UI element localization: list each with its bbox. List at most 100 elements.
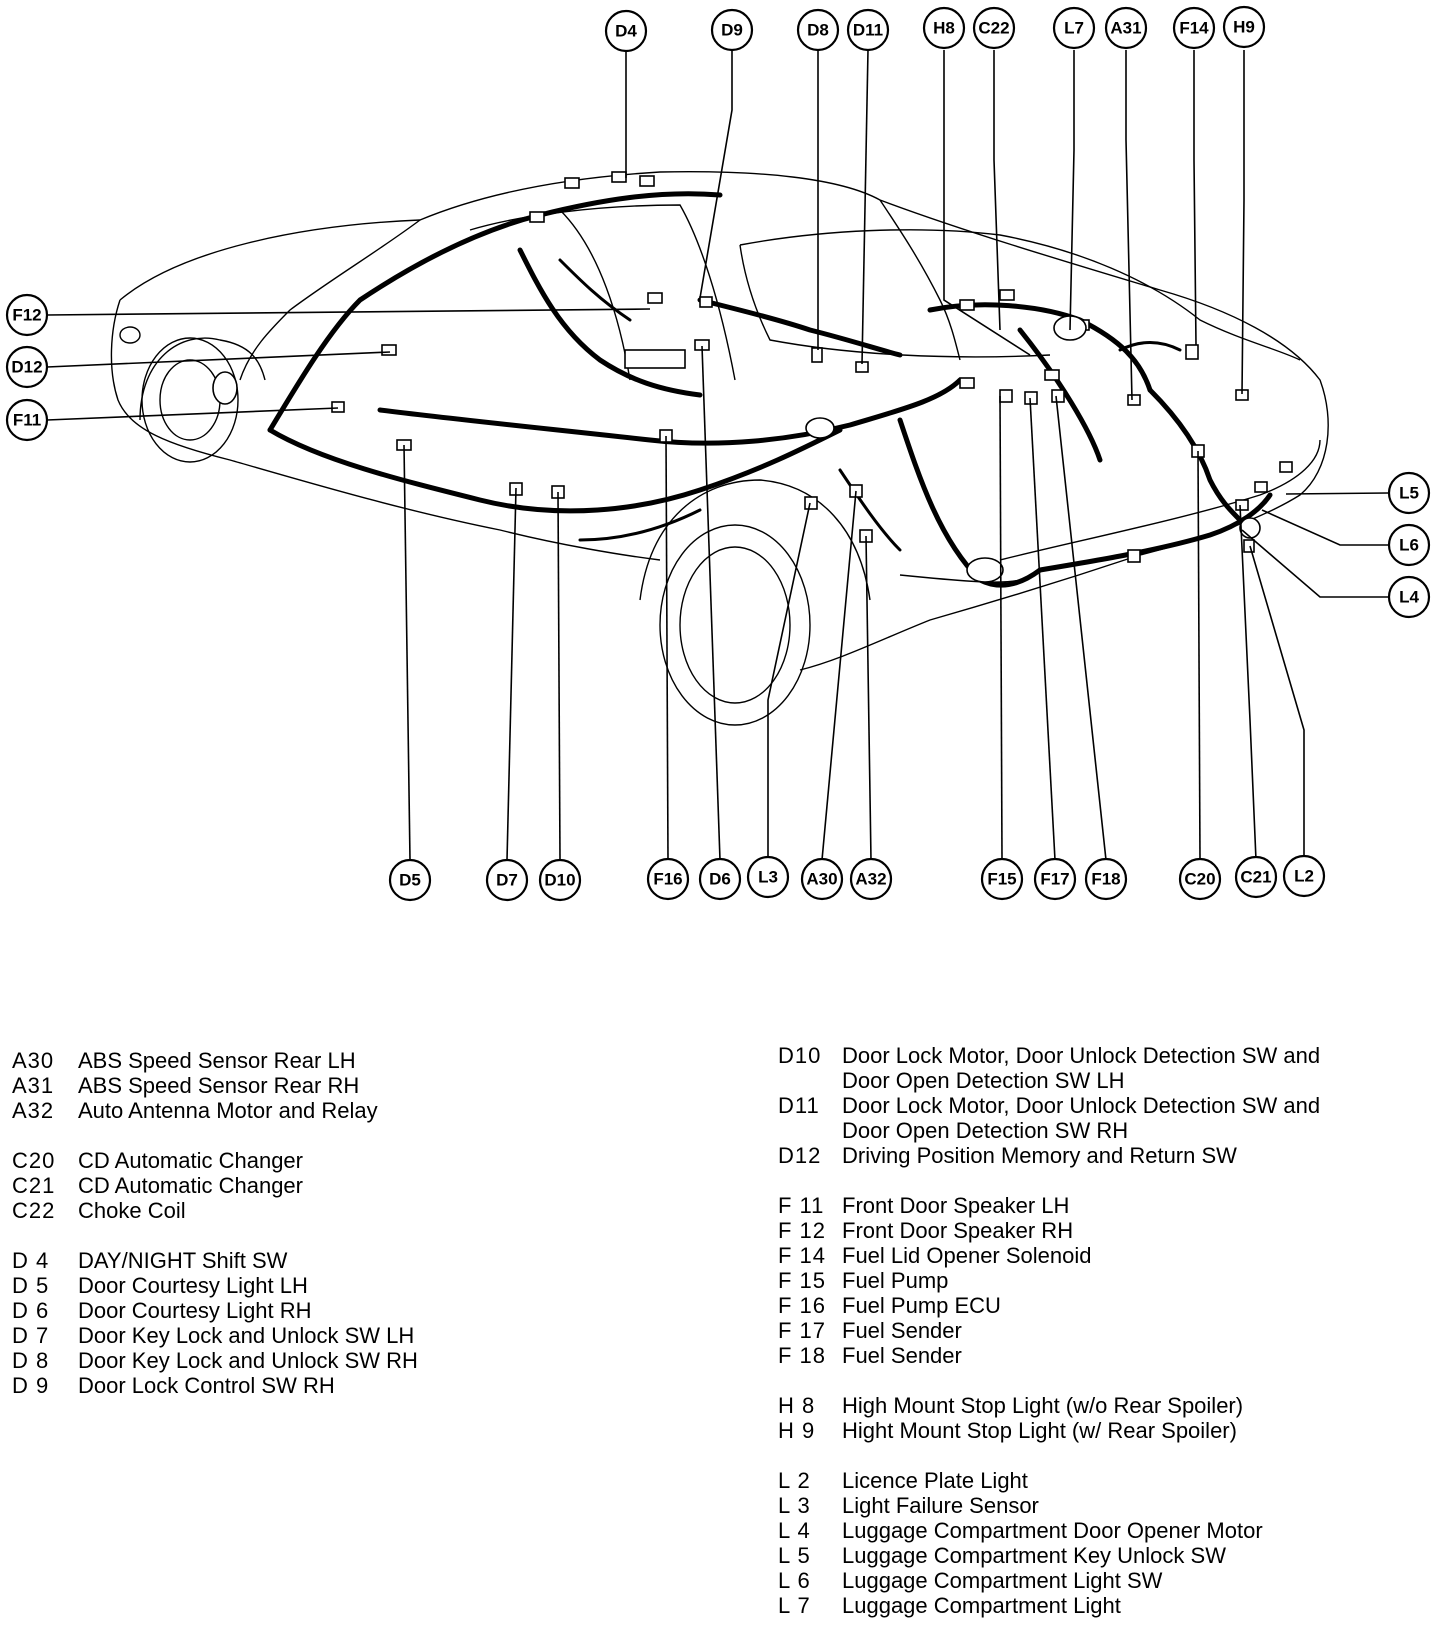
callout-D10-label: D10: [544, 871, 575, 890]
callout-L5-label: L5: [1399, 484, 1419, 503]
legend-desc-line: Door Open Detection SW RH: [842, 1118, 1129, 1143]
callout-C21-label: C21: [1240, 868, 1271, 887]
wiring-diagram: D4 D9 D8 D11 H8 C22 L7 A31 F14 H9 F12 D1…: [5, 5, 1431, 902]
legend-code: C21: [12, 1173, 56, 1198]
legend-code: L 2: [778, 1468, 811, 1493]
legend-desc: Auto Antenna Motor and Relay: [78, 1098, 378, 1123]
callout-D6: D6: [698, 857, 742, 901]
callout-D5: D5: [388, 858, 432, 902]
callout-A32: A32: [849, 857, 893, 901]
legend-code: F 16: [778, 1293, 827, 1318]
legend-group-d2: D10 Door Lock Motor, Door Unlock Detectio…: [778, 1043, 1448, 1168]
legend-desc: High Mount Stop Light (w/o Rear Spoiler): [842, 1393, 1244, 1418]
legend-right: D10 Door Lock Motor, Door Unlock Detectio…: [778, 1043, 1448, 1643]
callout-F17: F17: [1033, 857, 1077, 901]
connectors: [212, 171, 1293, 583]
legend-desc: Fuel Sender: [842, 1343, 962, 1368]
legend-entry: C21 CD Automatic Changer: [12, 1173, 712, 1198]
callout-L2: L2: [1282, 854, 1326, 898]
legend-code: L 7: [778, 1593, 811, 1618]
callout-L4-label: L4: [1399, 588, 1419, 607]
legend-entry: C20 CD Automatic Changer: [12, 1148, 712, 1173]
callout-C22-label: C22: [978, 19, 1009, 38]
callout-D5-label: D5: [399, 871, 421, 890]
callout-D12: D12: [5, 345, 49, 389]
legend-desc-line: Door Open Detection SW LH: [842, 1068, 1125, 1093]
legend-code: D 5: [12, 1273, 50, 1298]
legend-desc: CD Automatic Changer: [78, 1173, 303, 1198]
car-body-outline: [110, 171, 1329, 726]
legend-desc: Luggage Compartment Light SW: [842, 1568, 1163, 1593]
callout-F14-label: F14: [1179, 19, 1209, 38]
legend-entry: L 3 Light Failure Sensor: [778, 1493, 1448, 1518]
legend-desc-line: Door Lock Motor, Door Unlock Detection S…: [842, 1043, 1321, 1068]
callout-L2-label: L2: [1294, 867, 1314, 886]
leader-lines: [46, 49, 1389, 861]
legend-desc: Door Lock Control SW RH: [78, 1373, 335, 1398]
legend-code: A30: [12, 1048, 55, 1073]
legend-desc: Front Door Speaker LH: [842, 1193, 1070, 1218]
legend-code: C20: [12, 1148, 56, 1173]
legend-code: L 3: [778, 1493, 811, 1518]
callout-D7: D7: [485, 858, 529, 902]
legend-code: F 14: [778, 1243, 827, 1268]
legend-code: L 5: [778, 1543, 811, 1568]
legend-desc: Luggage Compartment Door Opener Motor: [842, 1518, 1263, 1543]
wire-harness: [267, 191, 1273, 588]
callout-D8: D8: [796, 8, 840, 52]
legend-code: F 17: [778, 1318, 827, 1343]
callout-H9-label: H9: [1233, 18, 1255, 37]
legend-desc: Driving Position Memory and Return SW: [842, 1143, 1237, 1168]
legend-desc: Luggage Compartment Light: [842, 1593, 1121, 1618]
legend-desc: Fuel Lid Opener Solenoid: [842, 1243, 1092, 1268]
callout-L7: L7: [1052, 6, 1096, 50]
callout-D9: D9: [710, 8, 754, 52]
legend-desc: Door Courtesy Light RH: [78, 1298, 312, 1323]
callout-F17-label: F17: [1040, 870, 1069, 889]
legend-desc: Luggage Compartment Key Unlock SW: [842, 1543, 1226, 1568]
callout-F16: F16: [646, 857, 690, 901]
callout-D12-label: D12: [11, 358, 42, 377]
legend-code: C22: [12, 1198, 56, 1223]
callout-F12: F12: [5, 293, 49, 337]
legend-code: D 8: [12, 1348, 50, 1373]
legend-desc: Door Key Lock and Unlock SW RH: [78, 1348, 418, 1373]
legend-code: D10: [778, 1043, 822, 1068]
legend-desc: Fuel Pump ECU: [842, 1293, 1001, 1318]
callout-A30-label: A30: [806, 870, 837, 889]
callout-A31-label: A31: [1110, 19, 1141, 38]
legend-code: D 6: [12, 1298, 50, 1323]
callout-D8-label: D8: [807, 21, 829, 40]
callout-F15-label: F15: [987, 870, 1016, 889]
legend-desc: Light Failure Sensor: [842, 1493, 1039, 1518]
legend-desc: CD Automatic Changer: [78, 1148, 303, 1173]
legend-code: D 7: [12, 1323, 50, 1348]
callout-F16-label: F16: [653, 870, 682, 889]
callout-F18-label: F18: [1091, 870, 1120, 889]
callout-A32-label: A32: [855, 870, 886, 889]
callout-C20-label: C20: [1184, 870, 1215, 889]
callout-L3-label: L3: [758, 868, 778, 887]
legend-code: F 12: [778, 1218, 827, 1243]
legend-code: D12: [778, 1143, 822, 1168]
callout-F11-label: F11: [13, 411, 41, 430]
callout-H9: H9: [1222, 5, 1266, 49]
legend-code: H 9: [778, 1418, 816, 1443]
callout-L7-label: L7: [1064, 19, 1084, 38]
legend-desc: Door Courtesy Light LH: [78, 1273, 308, 1298]
legend-entry: D 5 Door Courtesy Light LH: [12, 1273, 712, 1298]
callout-C22: C22: [972, 6, 1016, 50]
